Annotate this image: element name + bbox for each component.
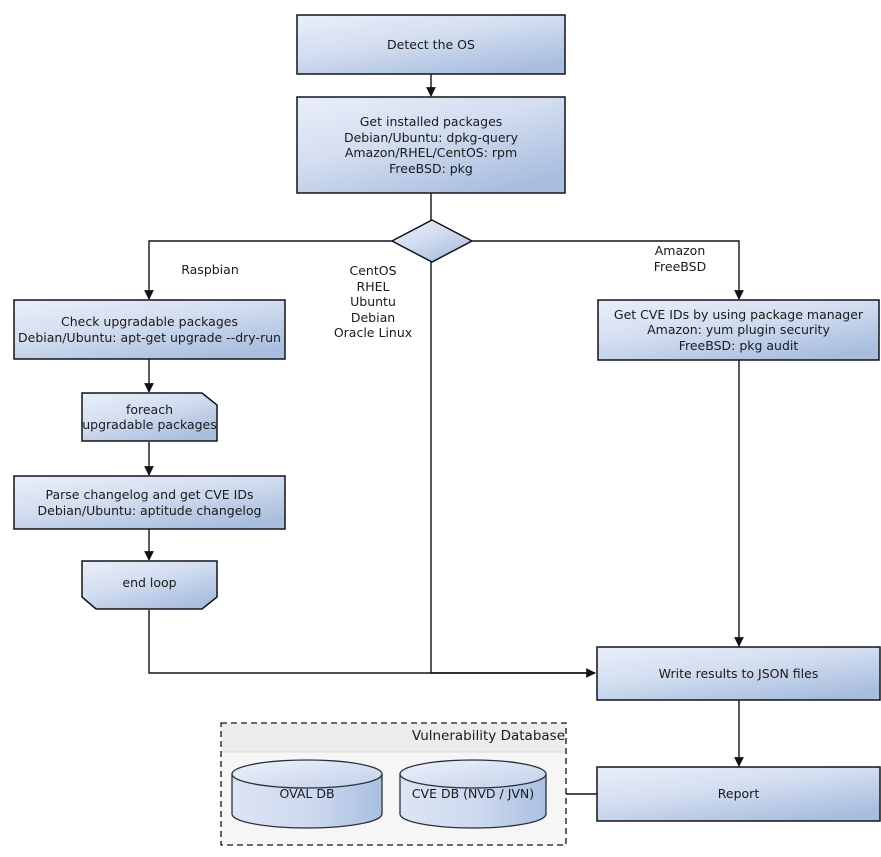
edge-decision-to-get-cve bbox=[472, 240, 744, 300]
vuln-db-group-title: Vulnerability Database bbox=[411, 728, 565, 744]
node-shape-parse-changelog bbox=[13, 475, 286, 530]
edge-label-amazon-freebsd: Amazon FreeBSD bbox=[653, 243, 707, 274]
node-shape-get-installed bbox=[296, 96, 566, 194]
node-shape-check-upgradable bbox=[13, 299, 286, 360]
node-shapes bbox=[13, 14, 881, 822]
edge-endloop-to-write-results bbox=[148, 610, 595, 674]
node-shape-oval-db bbox=[231, 759, 383, 829]
edge-decision-to-check-upgradable bbox=[144, 240, 392, 300]
node-shape-cve-db bbox=[399, 759, 547, 829]
node-shape-end-loop bbox=[81, 560, 218, 610]
db-cylinders bbox=[231, 759, 547, 829]
edge-label-center-distros: CentOS RHEL Ubuntu Debian Oracle Linux bbox=[333, 263, 413, 340]
node-shape-report bbox=[596, 766, 881, 822]
node-shape-get-cve-pkgmgr bbox=[597, 299, 880, 361]
node-shape-foreach bbox=[81, 392, 218, 442]
edge-decision-to-write-results bbox=[430, 262, 596, 678]
node-shape-decision bbox=[390, 219, 474, 263]
node-shape-detect-os bbox=[296, 14, 566, 75]
node-shape-write-results bbox=[596, 646, 881, 701]
edge-label-raspbian: Raspbian bbox=[181, 262, 239, 277]
